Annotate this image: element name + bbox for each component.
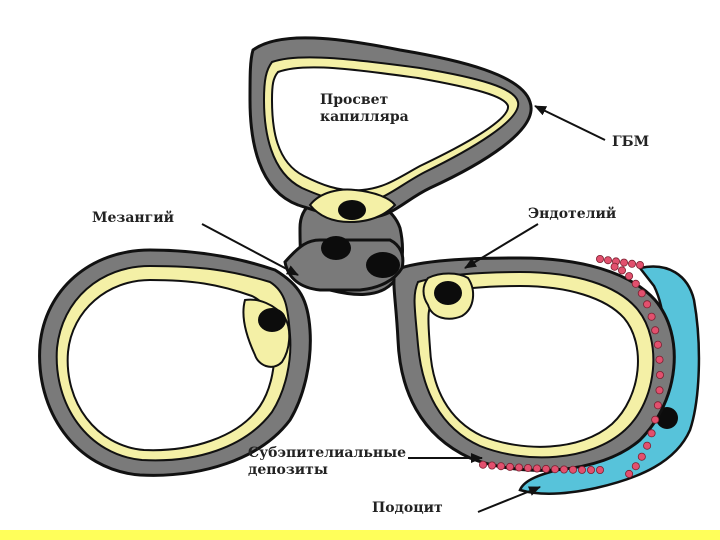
deposit-dot [638,290,645,297]
lumen-label: Просвет капилляра [320,92,409,126]
deposit-dot [596,466,603,473]
deposits-label-line2: депозиты [248,462,406,479]
deposit-dot [479,461,486,468]
deposit-dot [632,280,639,287]
gbm-arrow [535,106,605,140]
deposit-dot [644,442,651,449]
deposit-dot [656,387,663,394]
podocyte-arrow [478,487,540,512]
nucleus-endothelial-right [434,281,462,305]
deposit-dot [618,267,625,274]
deposit-dot [569,466,576,473]
deposit-dot [652,416,659,423]
nucleus-endothelial-top [338,200,366,220]
deposit-dot [560,466,567,473]
nucleus-mesangial-1 [321,236,351,260]
deposit-dot [656,356,663,363]
deposit-dot [654,341,661,348]
nucleus-endothelial-left [258,308,286,332]
deposit-dot [596,255,603,262]
gbm-label: ГБМ [612,134,649,151]
deposit-dot [626,273,633,280]
deposit-dot [632,463,639,470]
deposit-dot [587,466,594,473]
deposit-dot [488,462,495,469]
deposit-dot [636,261,643,268]
deposits-label: Субэпителиальные депозиты [248,445,406,479]
podocyte-label: Подоцит [372,500,443,517]
deposit-dot [542,465,549,472]
deposit-dot [648,430,655,437]
deposit-dot [652,327,659,334]
deposit-dot [620,259,627,266]
deposit-dot [648,313,655,320]
deposit-dot [628,260,635,267]
deposit-dot [497,463,504,470]
deposit-dot [604,257,611,264]
endothelium-label: Эндотелий [528,206,616,223]
deposits-label-line1: Субэпителиальные [248,445,406,462]
deposit-dot [578,466,585,473]
deposit-dot [515,464,522,471]
deposit-dot [654,402,661,409]
bottom-strip [0,530,720,540]
deposit-dot [506,463,513,470]
nucleus-mesangial-2 [366,252,400,278]
lumen-label-line2: капилляра [320,109,409,126]
deposit-dot [524,464,531,471]
mesangium-label: Мезангий [92,210,174,227]
deposit-dot [626,470,633,477]
deposit-dot [611,263,618,270]
deposit-dot [638,453,645,460]
deposit-dot [644,301,651,308]
deposit-dot [656,371,663,378]
deposit-dot [551,466,558,473]
deposit-dot [533,465,540,472]
lumen-label-line1: Просвет [320,92,409,109]
